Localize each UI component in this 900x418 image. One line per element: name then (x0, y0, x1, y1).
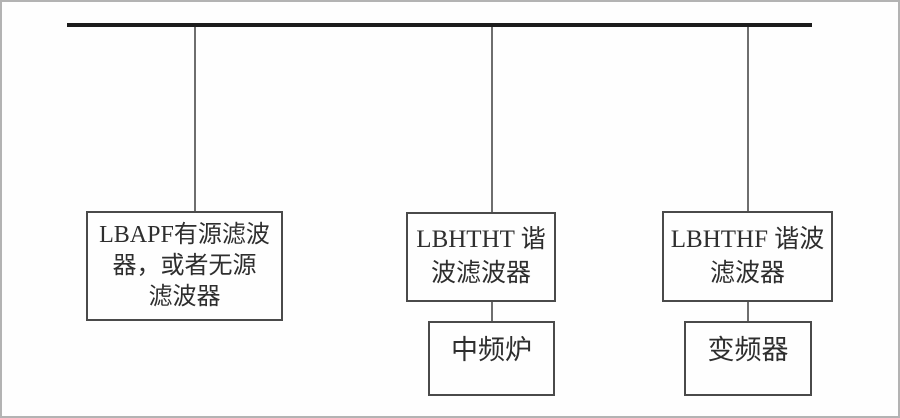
filter-box-mid-line-1: LBHTHT 谐 (416, 226, 546, 253)
filter-box-left-line-1: LBAPF有源滤波 (99, 221, 270, 248)
filter-box-left-line-2: 器，或者无源 (112, 252, 257, 279)
filter-box-right-line-2: 滤波器 (709, 259, 785, 287)
power-bus-bar (67, 23, 812, 27)
filter-box-mid-line-2: 波滤波器 (430, 260, 531, 287)
connector-right-filter-to-inverter (747, 302, 749, 321)
furnace-box: 中频炉 (428, 321, 555, 396)
filter-box-left-line-3: 滤波器 (148, 283, 221, 310)
filter-box-left: LBAPF有源滤波 器，或者无源 滤波器 (86, 211, 283, 321)
connector-bus-to-right-filter (747, 27, 749, 211)
connector-bus-to-mid-filter (491, 27, 493, 212)
filter-box-right-line-1: LBHTHF 谐波 (670, 225, 825, 253)
connector-mid-filter-to-furnace (491, 302, 493, 321)
furnace-label: 中频炉 (451, 335, 532, 365)
filter-box-mid: LBHTHT 谐 波滤波器 (406, 212, 556, 302)
connector-bus-to-left-filter (194, 27, 196, 211)
filter-box-right: LBHTHF 谐波 滤波器 (662, 211, 833, 302)
inverter-box: 变频器 (684, 321, 812, 396)
inverter-label: 变频器 (707, 335, 789, 365)
